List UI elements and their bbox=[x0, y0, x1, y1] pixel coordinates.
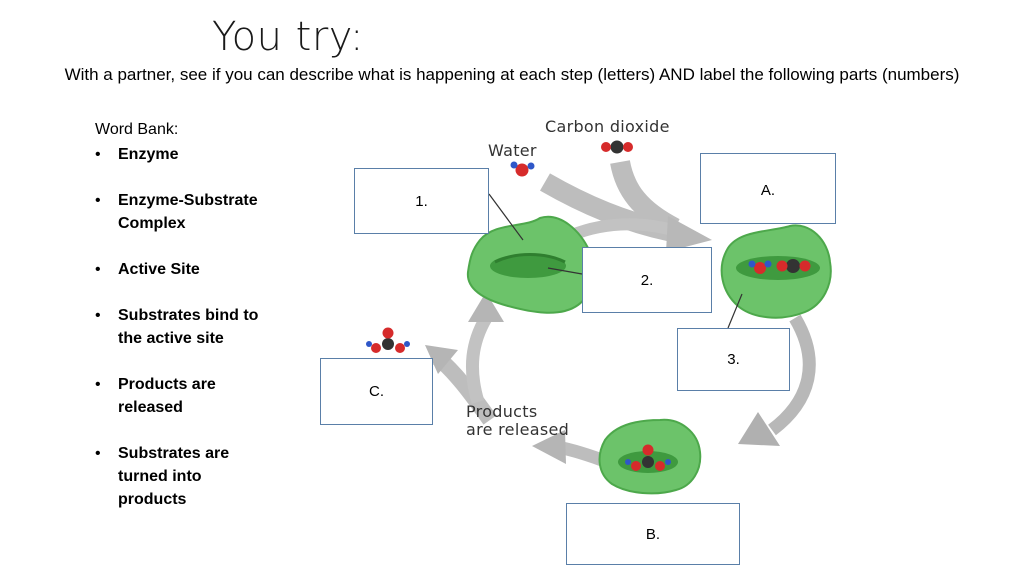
answer-box-b[interactable]: B. bbox=[566, 503, 740, 565]
top-arrowhead bbox=[666, 216, 712, 252]
word-bank-item-substrates-bind: Substrates bind to the active site bbox=[95, 304, 265, 350]
products-arrowhead bbox=[425, 345, 458, 374]
answer-box-3[interactable]: 3. bbox=[677, 328, 790, 391]
answer-box-a-label: A. bbox=[760, 182, 776, 199]
answer-box-3-label: 3. bbox=[727, 351, 740, 368]
enzyme-free bbox=[466, 215, 596, 314]
word-bank-heading: Word Bank: bbox=[95, 121, 179, 138]
water-molecule-bound bbox=[748, 260, 772, 274]
water-molecule bbox=[510, 161, 535, 177]
word-bank: Word Bank: Enzyme Enzyme-Substrate Compl… bbox=[95, 118, 265, 534]
answer-box-1[interactable]: 1. bbox=[354, 168, 489, 234]
products-label-line1: Products bbox=[466, 402, 538, 421]
answer-box-c-label: C. bbox=[369, 383, 384, 400]
answer-box-a[interactable]: A. bbox=[700, 153, 836, 224]
word-bank-item-active-site: Active Site bbox=[95, 258, 265, 281]
right-arc-arrow bbox=[767, 314, 816, 436]
answer-box-1-label: 1. bbox=[415, 192, 428, 210]
word-bank-item-products-released: Products are released bbox=[95, 373, 265, 419]
word-bank-item-enzyme-substrate-complex: Enzyme-Substrate Complex bbox=[95, 189, 265, 235]
answer-box-2[interactable]: 2. bbox=[582, 247, 712, 313]
carbonic-acid-molecule-bound bbox=[625, 444, 671, 471]
word-bank-item-substrates-turned: Substrates are turned into products bbox=[95, 442, 265, 511]
pointer-line-3 bbox=[727, 293, 743, 329]
answer-box-b-label: B. bbox=[645, 525, 661, 543]
slide-title: You try: bbox=[212, 14, 365, 60]
enzyme-product-release bbox=[598, 418, 702, 495]
bottom-arrowhead bbox=[532, 430, 566, 464]
pointer-line-1 bbox=[488, 193, 524, 241]
word-bank-list: Enzyme Enzyme-Substrate Complex Active S… bbox=[95, 143, 265, 511]
co2-molecule bbox=[601, 140, 633, 154]
answer-box-2-label: 2. bbox=[640, 271, 654, 289]
right-arrowhead bbox=[738, 412, 780, 446]
carbon-dioxide-label: Carbon dioxide bbox=[545, 117, 670, 136]
product-molecule bbox=[366, 327, 410, 353]
water-label: Water bbox=[488, 141, 537, 160]
answer-box-c[interactable]: C. bbox=[320, 358, 433, 425]
word-bank-item-enzyme: Enzyme bbox=[95, 143, 265, 166]
products-label-line2: are released bbox=[466, 420, 570, 439]
slide-instructions: With a partner, see if you can describe … bbox=[64, 65, 960, 84]
left-arc-arrow bbox=[465, 314, 492, 404]
pointer-line-2 bbox=[547, 267, 583, 275]
enzyme-substrate-complex bbox=[720, 224, 832, 319]
left-arrowhead bbox=[468, 292, 504, 322]
co2-molecule-bound bbox=[776, 259, 811, 273]
